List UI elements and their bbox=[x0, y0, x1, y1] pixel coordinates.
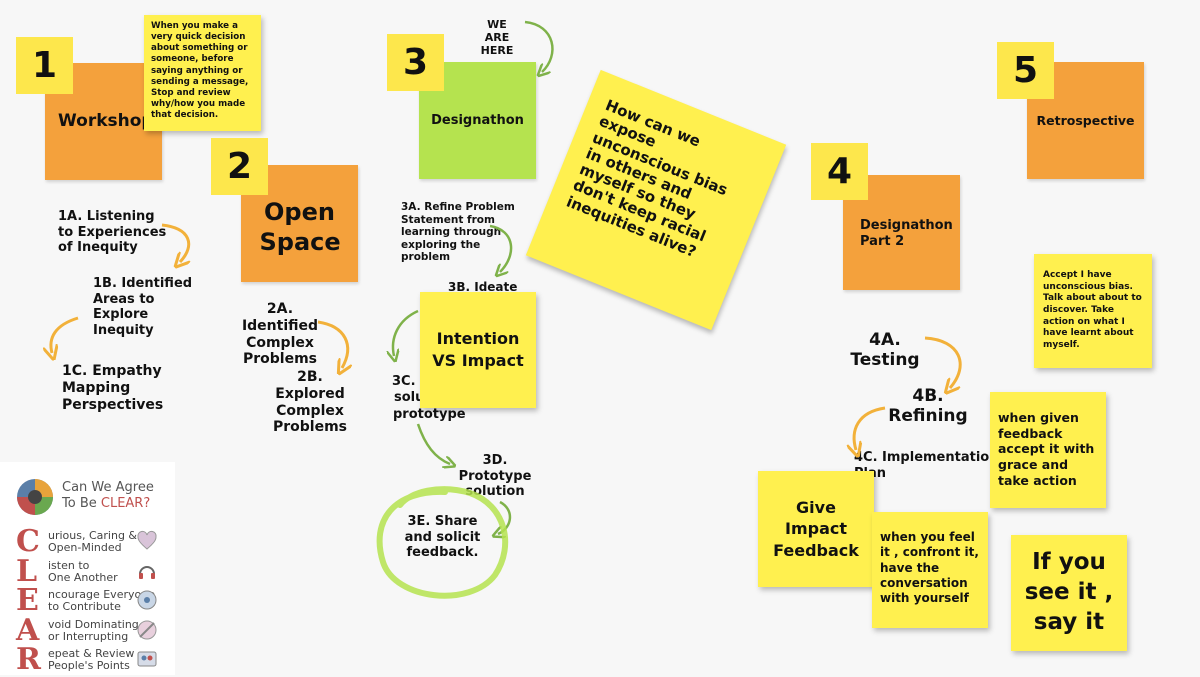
step-3c-left: 3C. bbox=[392, 374, 416, 389]
clear-text-r-1: epeat & Review bbox=[48, 647, 135, 660]
clear-text-r-2: People's Points bbox=[48, 659, 130, 673]
stage-4-number: 4 bbox=[811, 143, 868, 200]
feel-it-text: when you feel it , confront it, have the… bbox=[880, 530, 979, 606]
clear-title-to-be: To Be bbox=[62, 496, 97, 512]
no-interrupt-icon bbox=[137, 620, 157, 640]
step-3c-bottom: prototype bbox=[393, 407, 466, 422]
see-it-text: If you see it , say it bbox=[1024, 549, 1114, 635]
clear-title: Can We Agree To Be CLEAR? bbox=[62, 480, 154, 513]
step-2b: 2B. Explored Complex Problems bbox=[272, 369, 348, 436]
clear-letter-r: R bbox=[16, 642, 41, 677]
step-4a: 4A. Testing bbox=[850, 330, 920, 371]
see-it-note[interactable]: If you see it , say it bbox=[1011, 535, 1127, 651]
arrow-4a-4b bbox=[924, 336, 962, 388]
step-1b: 1B. Identified Areas to Explore Inequity bbox=[93, 276, 193, 338]
group-circle-icon bbox=[137, 590, 157, 610]
arrow-2a-2b bbox=[317, 320, 348, 368]
clear-text-l-2: One Another bbox=[48, 571, 118, 585]
clear-text-e-1: ncourage Everyone bbox=[48, 588, 155, 601]
intention-impact-note[interactable]: Intention VS Impact bbox=[420, 292, 536, 408]
stage-3-title: Designathon bbox=[431, 112, 524, 128]
stage-4-title: Designathon Part 2 bbox=[860, 218, 953, 249]
clear-panel: Can We Agree To Be CLEAR? C urious, Cari… bbox=[0, 462, 175, 677]
step-3b: 3B. Ideate bbox=[448, 280, 518, 294]
stage-2-title: Open Space bbox=[259, 197, 341, 256]
clear-text-e-2: to Contribute bbox=[48, 600, 121, 614]
step-2a: 2A. Identified Complex Problems bbox=[241, 301, 319, 368]
feel-it-note[interactable]: when you feel it , confront it, have the… bbox=[872, 512, 988, 628]
clear-letter-c: C bbox=[16, 524, 40, 559]
accept-bias-note[interactable]: Accept I have unconscious bias. Talk abo… bbox=[1034, 254, 1152, 368]
clear-text-c-1: urious, Caring & bbox=[48, 529, 138, 542]
step-3a: 3A. Refine Problem Statement from learni… bbox=[401, 201, 515, 264]
feedback-text: when given feedback accept it with grace… bbox=[998, 410, 1095, 488]
stage-1-number: 1 bbox=[16, 37, 73, 94]
heart-icon bbox=[137, 530, 157, 550]
clear-letter-l: L bbox=[16, 554, 38, 589]
arrow-4b-4c bbox=[854, 406, 886, 450]
clear-text-c: urious, Caring &Open-Minded bbox=[48, 529, 138, 555]
arrow-3c-3d bbox=[416, 423, 450, 464]
stage-2-number: 2 bbox=[211, 138, 268, 195]
arrow-3a-3b bbox=[489, 224, 513, 272]
clear-title-highlight: CLEAR? bbox=[100, 496, 151, 512]
we-are-here-label: WE ARE HERE bbox=[480, 18, 514, 58]
clear-text-a-2: or Interrupting bbox=[48, 630, 129, 644]
step-4b: 4B. Refining bbox=[888, 386, 968, 427]
clear-letter-a: A bbox=[16, 613, 40, 648]
step-1a: 1A. Listening to Experiences of Inequity bbox=[58, 209, 167, 256]
stage-3-number: 3 bbox=[387, 34, 444, 91]
step-3e: 3E. Share and solicit feedback. bbox=[404, 514, 481, 561]
arrow-1b-1c bbox=[51, 316, 79, 353]
clear-title-line2: To Be CLEAR? bbox=[62, 496, 154, 512]
clear-letter-e: E bbox=[16, 583, 39, 618]
feedback-note[interactable]: when given feedback accept it with grace… bbox=[990, 392, 1106, 508]
give-impact-note[interactable]: Give Impact Feedback bbox=[758, 471, 874, 587]
arrow-1a-1b bbox=[161, 223, 189, 262]
clear-logo-icon bbox=[17, 479, 53, 515]
stage-1-title: Workshop bbox=[58, 111, 154, 131]
step-4c: 4C. Implementation bbox=[854, 450, 999, 465]
give-impact-text: Give Impact Feedback bbox=[773, 497, 859, 560]
arrow-3b-3c bbox=[393, 309, 419, 356]
stage-5-number: 5 bbox=[997, 42, 1054, 99]
step-1c: 1C. Empathy Mapping Perspectives bbox=[62, 363, 164, 413]
step-3d: 3D. Prototype solution bbox=[458, 453, 532, 500]
accept-bias-text: Accept I have unconscious bias. Talk abo… bbox=[1043, 270, 1142, 351]
intention-impact-text: Intention VS Impact bbox=[432, 329, 524, 370]
headphones-icon bbox=[139, 566, 155, 579]
clear-title-line1: Can We Agree bbox=[62, 480, 154, 495]
clear-text-a-1: void Dominating bbox=[48, 618, 139, 631]
circle-3e bbox=[376, 486, 509, 599]
arrow-we-are-here bbox=[524, 20, 554, 72]
stage-5-title: Retrospective bbox=[1036, 113, 1135, 128]
people-review-icon bbox=[137, 651, 157, 667]
quick-decision-note[interactable]: When you make a very quick decision abou… bbox=[144, 15, 261, 131]
step-3c-right: solu bbox=[394, 390, 425, 405]
quick-decision-text: When you make a very quick decision abou… bbox=[151, 21, 249, 120]
clear-text-l-1: isten to bbox=[48, 559, 90, 572]
clear-text-c-2: Open-Minded bbox=[48, 541, 122, 555]
arrow-3d-3e bbox=[498, 500, 512, 534]
